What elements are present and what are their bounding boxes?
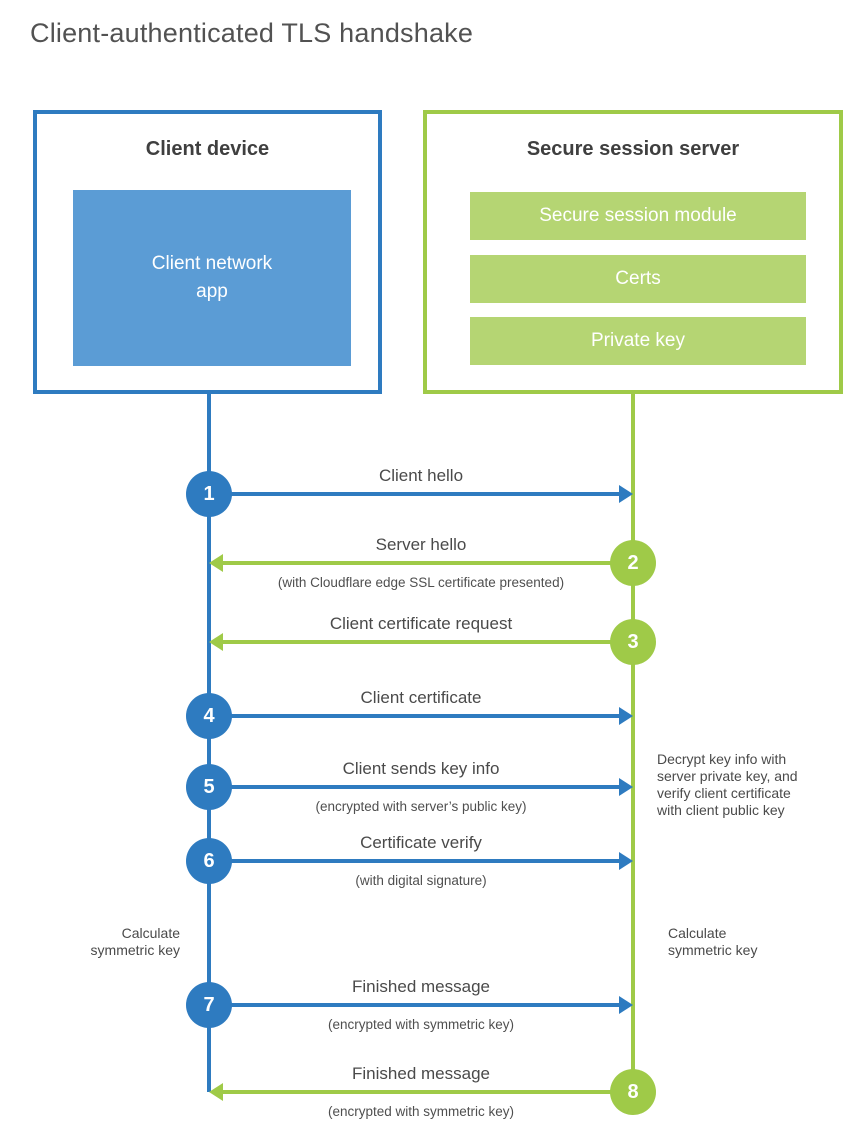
secure-session-server-box: Secure session server Secure session mod… xyxy=(423,110,843,394)
arrow-line xyxy=(229,785,622,789)
arrowhead-left-icon xyxy=(209,1083,223,1101)
server-lifeline xyxy=(631,391,635,1094)
arrowhead-left-icon xyxy=(209,633,223,651)
message-label: Client hello xyxy=(378,466,464,485)
step-8-badge: 8 xyxy=(610,1069,656,1115)
private-key-bar: Private key xyxy=(470,317,806,365)
client-network-app-box: Client network app xyxy=(73,190,351,366)
client-network-app-label: Client network app xyxy=(151,253,273,302)
client-lifeline xyxy=(207,391,211,1092)
message-label: Client sends key info xyxy=(342,759,500,778)
server-calculate-symmetric-key-note: Calculate symmetric key xyxy=(668,925,758,959)
message-label: Client certificate xyxy=(360,688,482,707)
message-label: Server hello xyxy=(375,535,467,554)
client-device-title: Client device xyxy=(145,138,270,160)
arrowhead-right-icon xyxy=(619,485,633,503)
message-label: Certificate verify xyxy=(360,833,482,852)
arrow-line xyxy=(229,859,622,863)
page-title: Client-authenticated TLS handshake xyxy=(30,18,474,48)
server-decrypt-note: Decrypt key info with server private key… xyxy=(657,751,798,819)
arrowhead-right-icon xyxy=(619,996,633,1014)
arrow-line xyxy=(220,640,613,644)
message-sublabel: (encrypted with server’s public key) xyxy=(315,799,527,814)
arrowhead-right-icon xyxy=(619,778,633,796)
secure-session-module-bar: Secure session module xyxy=(470,192,806,240)
arrow-line xyxy=(229,714,622,718)
step-2-badge: 2 xyxy=(610,540,656,586)
message-sublabel: (with Cloudflare edge SSL certificate pr… xyxy=(277,575,565,590)
arrow-line xyxy=(229,1003,622,1007)
client-device-box: Client device Client network app xyxy=(33,110,382,394)
step-5-badge: 5 xyxy=(186,764,232,810)
message-sublabel: (with digital signature) xyxy=(355,873,487,888)
message-label: Finished message xyxy=(352,977,490,996)
step-6-badge: 6 xyxy=(186,838,232,884)
step-1-badge: 1 xyxy=(186,471,232,517)
arrow-line xyxy=(220,1090,613,1094)
message-label: Finished message xyxy=(352,1064,490,1083)
arrowhead-right-icon xyxy=(619,852,633,870)
step-7-badge: 7 xyxy=(186,982,232,1028)
certs-bar: Certs xyxy=(470,255,806,303)
message-sublabel: (encrypted with symmetric key) xyxy=(327,1104,515,1119)
arrow-line xyxy=(229,492,622,496)
client-calculate-symmetric-key-note: Calculate symmetric key xyxy=(90,925,180,959)
arrowhead-left-icon xyxy=(209,554,223,572)
step-3-badge: 3 xyxy=(610,619,656,665)
message-sublabel: (encrypted with symmetric key) xyxy=(327,1017,515,1032)
step-4-badge: 4 xyxy=(186,693,232,739)
arrowhead-right-icon xyxy=(619,707,633,725)
message-label: Client certificate request xyxy=(329,614,513,633)
secure-session-server-title: Secure session server xyxy=(526,138,740,160)
arrow-line xyxy=(220,561,613,565)
